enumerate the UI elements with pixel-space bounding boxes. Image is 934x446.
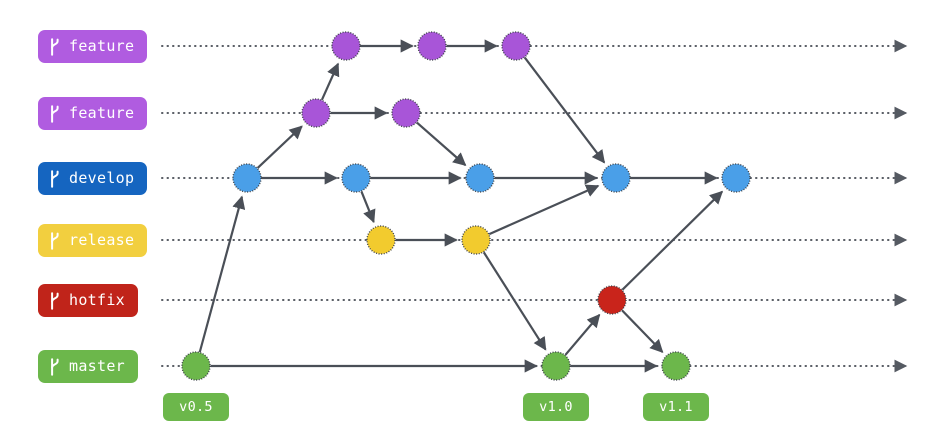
version-tag-v1-0[interactable]: v1.0: [523, 393, 589, 421]
version-tag-v1-1[interactable]: v1.1: [643, 393, 709, 421]
commit-edge-r2-to-d4: [488, 184, 600, 236]
commit-edge-m2-to-h1: [564, 313, 601, 356]
commit-edge-h1-to-d5: [621, 190, 724, 291]
branch-label-master[interactable]: master: [38, 350, 138, 383]
version-tag-text: v1.1: [659, 399, 693, 415]
commit-edge-d2-to-r1: [360, 191, 376, 224]
branch-label-text: master: [69, 357, 125, 375]
git-branch-icon: [49, 169, 60, 188]
git-branch-icon: [49, 104, 60, 123]
commit-node-f1a[interactable]: [331, 31, 361, 61]
version-tag-v0-5[interactable]: v0.5: [163, 393, 229, 421]
commit-edge-f1c-to-d4: [523, 56, 606, 164]
branch-label-text: hotfix: [69, 291, 125, 309]
branch-label-develop[interactable]: develop: [38, 162, 148, 195]
commit-node-r1[interactable]: [366, 225, 396, 255]
version-tag-text: v1.0: [539, 399, 573, 415]
commit-edge-h1-to-m3: [621, 309, 664, 353]
git-branch-icon: [49, 357, 60, 376]
branch-label-feature-second[interactable]: feature: [38, 97, 148, 130]
commit-node-d4[interactable]: [601, 163, 631, 193]
commit-edge-r2-to-m2: [482, 251, 547, 351]
commit-node-f1b[interactable]: [417, 31, 447, 61]
commit-edge-f2b-to-d3: [416, 121, 467, 167]
branch-label-hotfix[interactable]: hotfix: [38, 284, 138, 317]
branch-label-release[interactable]: release: [38, 224, 148, 257]
commit-node-m3[interactable]: [661, 351, 691, 381]
git-branch-icon: [49, 291, 60, 310]
commit-node-d1[interactable]: [232, 163, 262, 193]
branch-label-text: develop: [69, 169, 135, 187]
lane-lines: [161, 39, 908, 373]
commit-node-f1c[interactable]: [501, 31, 531, 61]
branch-label-text: release: [69, 231, 135, 249]
commit-node-m1[interactable]: [181, 351, 211, 381]
git-branch-icon: [49, 37, 60, 56]
commit-nodes: [181, 31, 751, 381]
branch-label-text: feature: [69, 37, 135, 55]
commit-node-f2b[interactable]: [391, 98, 421, 128]
commit-edge-m1-to-d1: [198, 195, 246, 353]
commit-node-h1[interactable]: [597, 285, 627, 315]
commit-node-f2a[interactable]: [301, 98, 331, 128]
commit-edge-d1-to-f2a: [256, 125, 303, 169]
version-tag-text: v0.5: [179, 399, 213, 415]
commit-edges: [198, 39, 724, 373]
commit-node-d3[interactable]: [465, 163, 495, 193]
commit-node-r2[interactable]: [461, 225, 491, 255]
git-branch-icon: [49, 231, 60, 250]
commit-node-d5[interactable]: [721, 163, 751, 193]
commit-edge-f2a-to-f1a: [320, 62, 340, 101]
branch-label-text: feature: [69, 104, 135, 122]
commit-node-d2[interactable]: [341, 163, 371, 193]
commit-node-m2[interactable]: [541, 351, 571, 381]
branch-label-feature-top[interactable]: feature: [38, 30, 148, 63]
